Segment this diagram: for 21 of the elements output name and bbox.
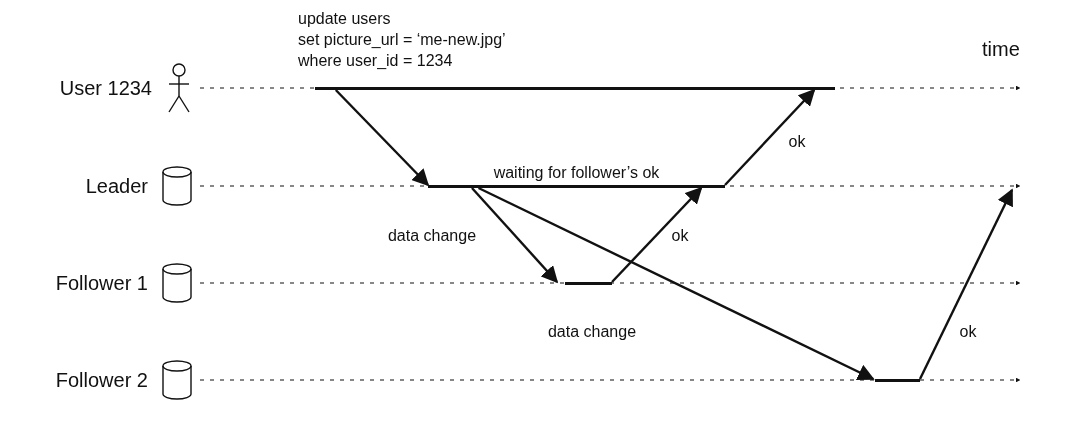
sql-query-line: where user_id = 1234 xyxy=(298,51,454,71)
node-label: Follower 2 xyxy=(55,368,148,393)
sql-query-line: update users xyxy=(298,9,392,29)
bar-caption: waiting for follower’s ok xyxy=(493,163,660,183)
message-arrow xyxy=(611,186,703,283)
timeline-arrow xyxy=(199,280,1021,286)
message-arrow xyxy=(471,187,559,284)
timeline-arrow xyxy=(199,377,1021,383)
message-arrow xyxy=(724,88,816,186)
node-label: Leader xyxy=(85,174,148,199)
sql-query-line: set picture_url = ‘me-new.jpg’ xyxy=(298,30,506,50)
processing-bar xyxy=(315,87,835,90)
processing-bar xyxy=(565,282,612,285)
processing-bar xyxy=(428,185,725,188)
message-arrow xyxy=(918,188,1014,380)
processing-bar xyxy=(875,379,920,382)
message-arrow xyxy=(477,186,875,381)
node-label: Follower 1 xyxy=(55,271,148,296)
message-arrow xyxy=(334,89,430,187)
time-label: time xyxy=(982,37,1020,62)
node-label: User 1234 xyxy=(59,76,152,101)
